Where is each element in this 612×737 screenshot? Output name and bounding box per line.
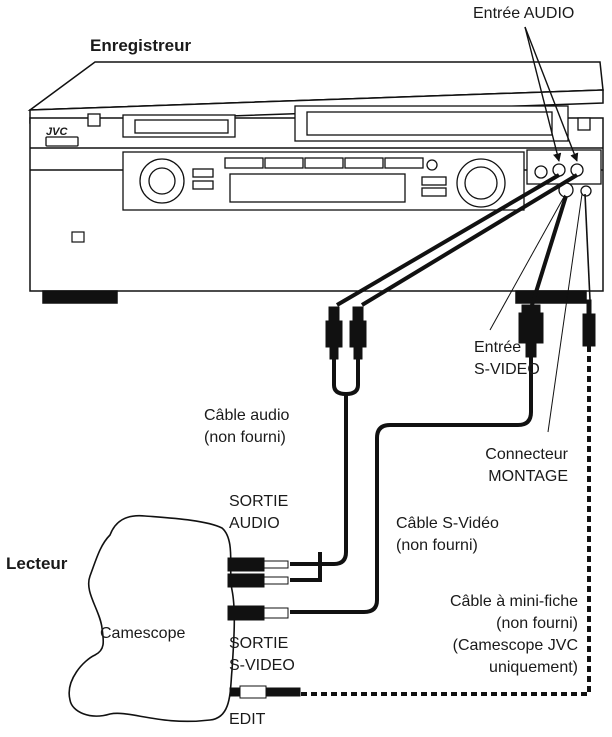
timer-button[interactable] — [71, 231, 85, 243]
display-window — [229, 173, 406, 203]
recorder-title: Enregistreur — [90, 36, 192, 55]
minijack-cable-label-1: Câble à mini-fiche — [449, 593, 578, 610]
svideo-cable-label-2: (non fourni) — [396, 537, 478, 554]
svideo-input-label-1: Entrée — [474, 339, 522, 356]
minijack-plug-top — [582, 299, 596, 347]
audio-out-label-1: SORTIE — [229, 493, 289, 510]
svideo-out-label-2: S-VIDEO — [229, 657, 295, 674]
edit-connector-pointer — [547, 193, 583, 433]
audio-rca-plugs — [325, 306, 367, 360]
audio-input-jack-r — [570, 163, 584, 177]
minijack-cable — [300, 346, 591, 696]
camcorder-output-plugs — [227, 557, 301, 699]
audio-input-label: Entrée AUDIO — [473, 5, 575, 22]
svideo-input-label-2: S-VIDEO — [474, 361, 540, 378]
svideo-input-pointer — [489, 194, 566, 331]
control-panel — [122, 151, 525, 211]
svideo-out-label-1: SORTIE — [229, 635, 289, 652]
headphone-jack — [534, 165, 548, 179]
edit-out-label: EDIT — [229, 711, 266, 728]
minijack-cable-label-4: uniquement) — [489, 659, 578, 676]
minijack-thin-line — [584, 193, 591, 301]
cable-to-recorder-lines — [335, 173, 579, 307]
audio-out-label-2: AUDIO — [229, 515, 280, 532]
edit-connector-label-2: MONTAGE — [488, 468, 568, 485]
eject-button-left[interactable] — [87, 113, 101, 127]
player-title: Lecteur — [6, 554, 68, 573]
svideo-cable-label-1: Câble S-Vidéo — [396, 515, 499, 532]
audio-cable-label-2: (non fourni) — [204, 429, 286, 446]
audio-input-jack — [552, 163, 566, 177]
minijack-cable-label-2: (non fourni) — [496, 615, 578, 632]
edit-connector-jack — [580, 185, 592, 197]
jvc-logo: JVC — [46, 126, 68, 138]
camcorder-outline — [68, 514, 236, 723]
svideo-plug-top — [518, 304, 544, 358]
power-button[interactable] — [45, 136, 79, 147]
svideo-cable — [290, 357, 533, 614]
audio-cable — [290, 394, 348, 566]
audio-input-arrow-left — [524, 26, 562, 162]
audio-input-arrow-right — [524, 26, 579, 162]
eject-button-right[interactable] — [577, 117, 591, 131]
minijack-cable-label-3: (Camescope JVC — [452, 637, 578, 654]
edit-connector-label-1: Connecteur — [485, 446, 568, 463]
camcorder-label: Camescope — [100, 625, 186, 642]
audio-cable-label-1: Câble audio — [204, 407, 290, 424]
